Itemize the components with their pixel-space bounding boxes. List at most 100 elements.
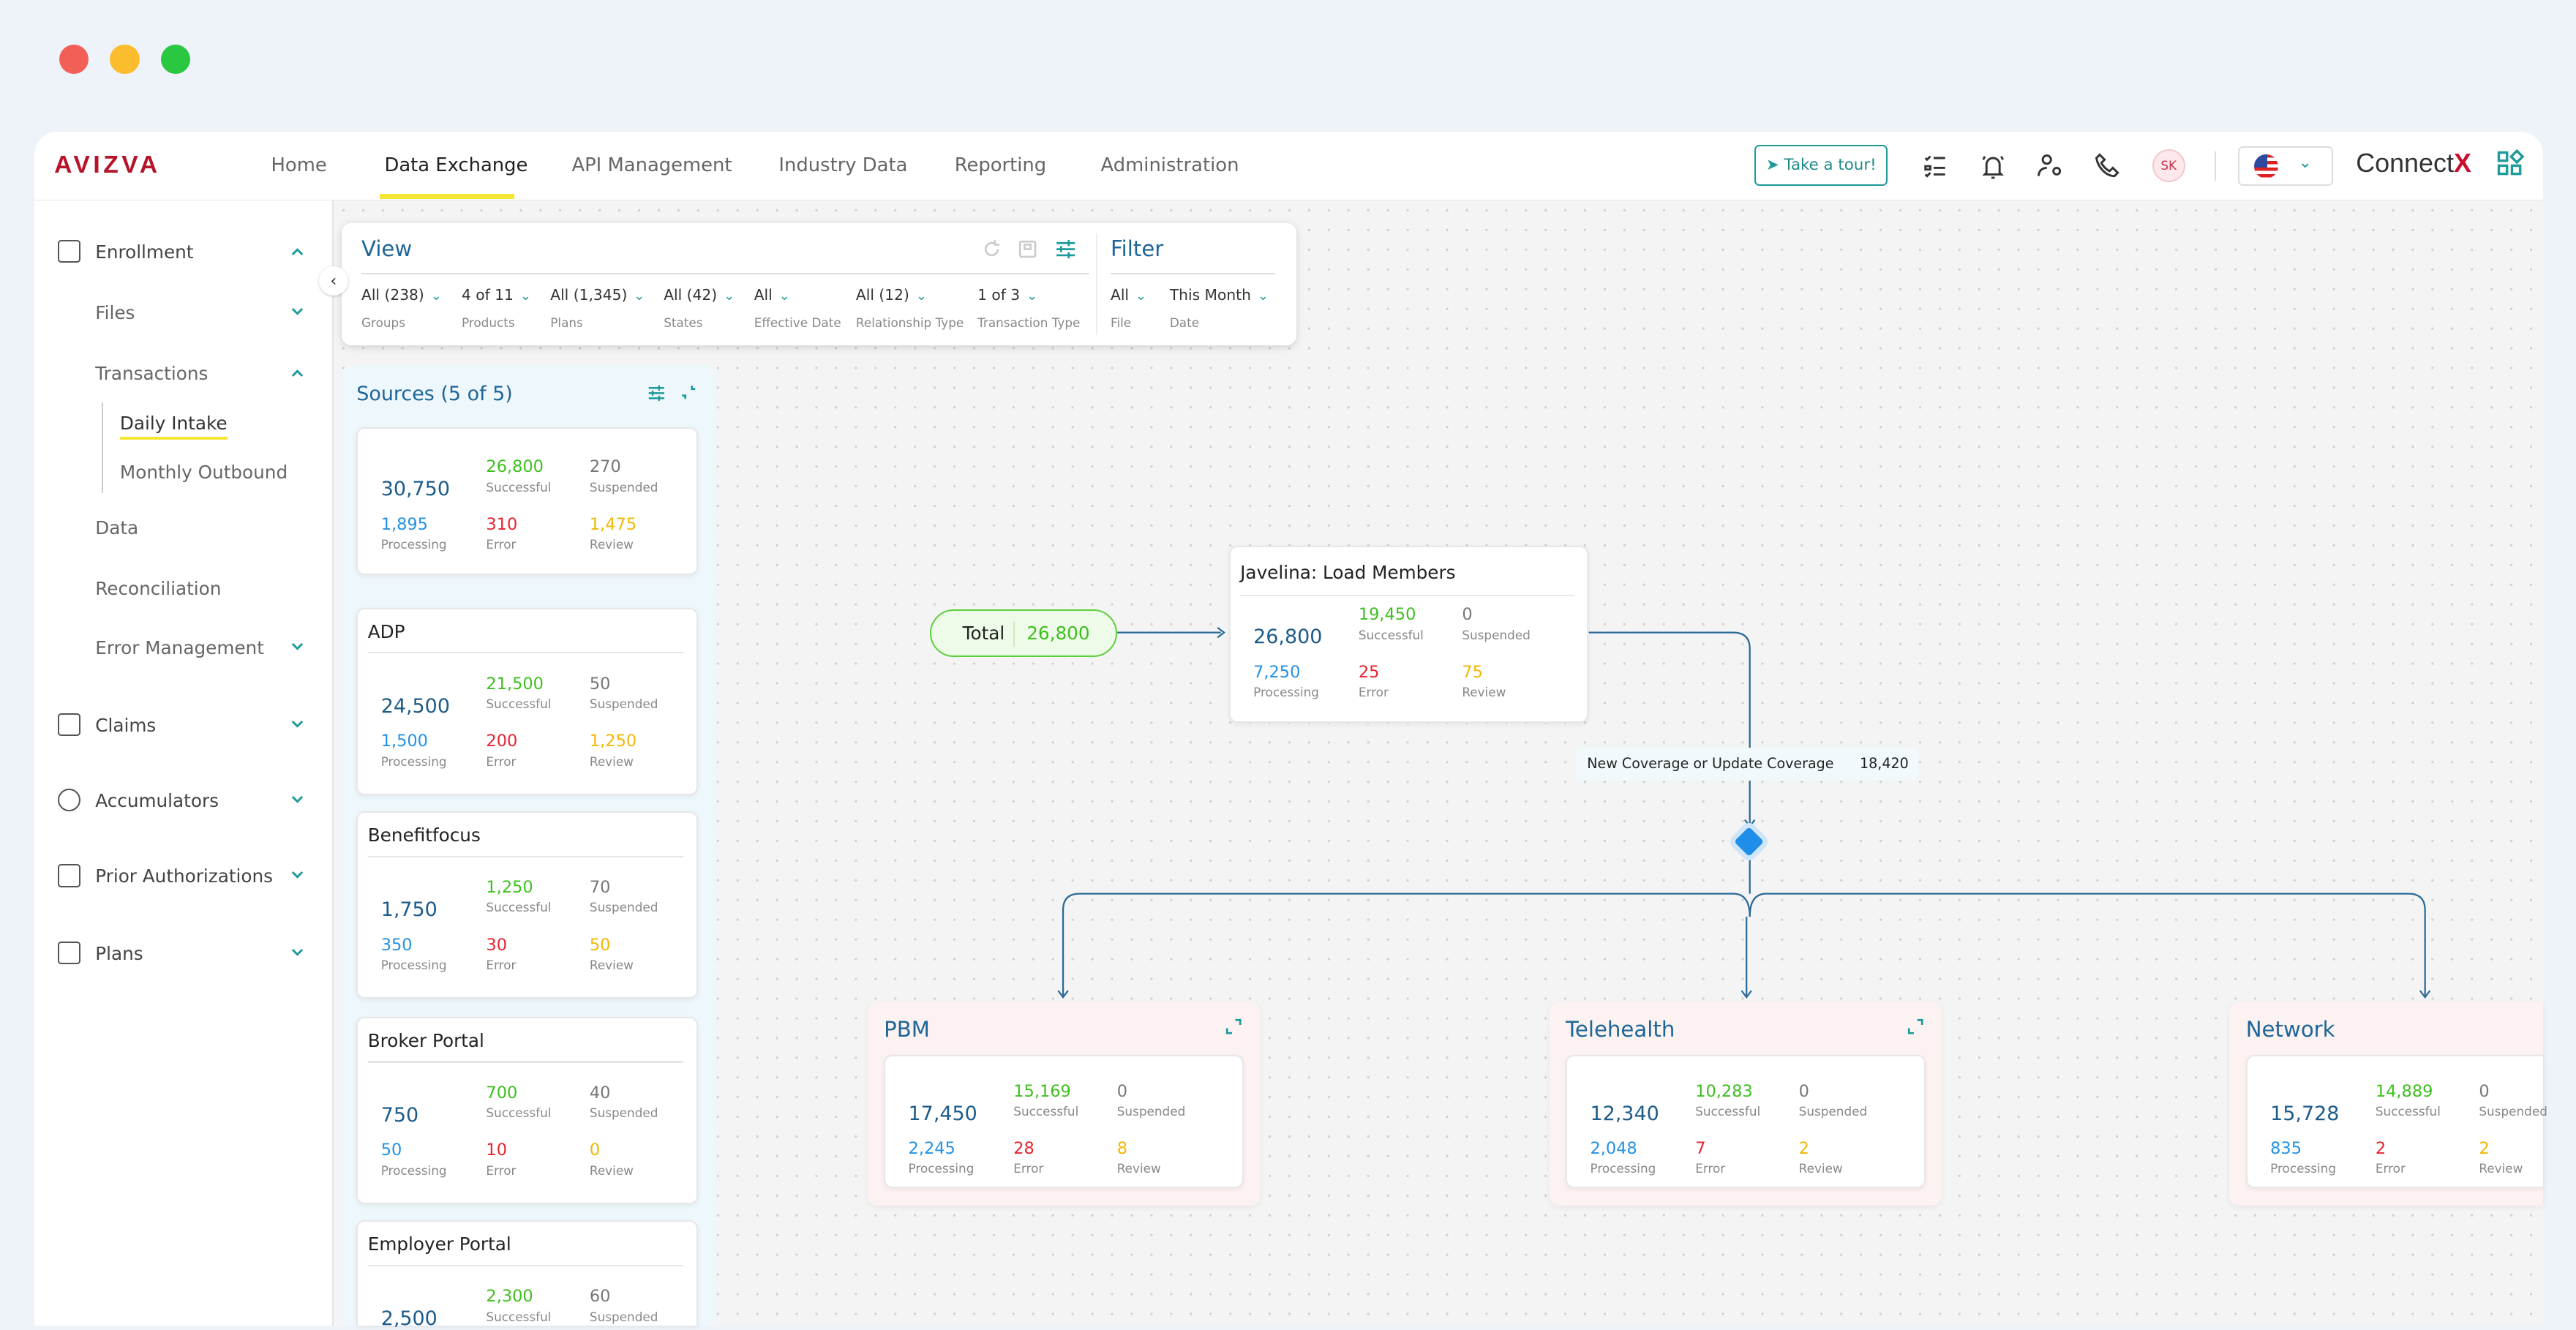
dropdown-products[interactable]: 4 of 11⌄ [462, 286, 531, 304]
collapse-icon[interactable] [680, 384, 696, 400]
sidebar-item-plans[interactable]: Plans [95, 942, 143, 964]
minimize-window-button[interactable] [110, 44, 140, 75]
sidebar-item-reconciliation[interactable]: Reconciliation [95, 578, 222, 600]
nav-tab-home[interactable]: Home [271, 154, 327, 177]
chevron-down-icon[interactable] [288, 865, 307, 885]
chevron-up-icon[interactable] [288, 241, 307, 261]
dropdown-relationship-type[interactable]: All (12)⌄ [856, 286, 927, 304]
sidebar-item-claims[interactable]: Claims [95, 714, 157, 736]
dropdown-states[interactable]: All (42)⌄ [664, 286, 735, 304]
sidebar-item-accumulators[interactable]: Accumulators [95, 790, 219, 812]
expand-icon[interactable] [1225, 1018, 1242, 1034]
dropdown-plans[interactable]: All (1,345)⌄ [550, 286, 645, 304]
maximize-window-button[interactable] [161, 44, 191, 75]
sidebar-item-transactions[interactable]: Transactions [95, 363, 209, 385]
nav-tab-industry-data[interactable]: Industry Data [778, 154, 908, 177]
dropdown-groups[interactable]: All (238)⌄ [361, 286, 442, 304]
chevron-down-icon[interactable] [288, 637, 307, 657]
checklist-icon[interactable] [1920, 151, 1950, 181]
settings-sliders-icon[interactable] [1055, 238, 1076, 260]
sidebar-item-daily-intake[interactable]: Daily Intake [119, 413, 228, 440]
nav-tab-data-exchange[interactable]: Data Exchange [384, 154, 528, 177]
sidebar-item-prior-authorizations[interactable]: Prior Authorizations [95, 865, 274, 887]
total-node[interactable]: Total 26,800 [929, 609, 1117, 658]
sidebar-item-monthly-outbound[interactable]: Monthly Outbound [119, 462, 288, 483]
take-tour-button[interactable]: ➤ Take a tour! [1754, 144, 1888, 186]
save-icon[interactable] [1017, 238, 1038, 260]
dropdown-date[interactable]: This Month⌄ [1170, 286, 1269, 304]
language-dropdown[interactable]: ⌄ [2237, 146, 2333, 186]
sidebar-item-data[interactable]: Data [95, 517, 139, 539]
chevron-down-icon[interactable] [288, 943, 307, 963]
collapse-sidebar-button[interactable]: ‹ [318, 266, 349, 296]
nav-tab-api-management[interactable]: API Management [571, 154, 732, 177]
chevron-down-icon[interactable] [288, 302, 307, 322]
sidebar-item-enrollment[interactable]: Enrollment [95, 241, 194, 263]
chevron-up-icon[interactable] [288, 363, 307, 383]
filter-sliders-icon[interactable] [647, 384, 666, 402]
close-window-button[interactable] [59, 44, 89, 75]
dropdown-file[interactable]: All⌄ [1111, 286, 1146, 304]
chevron-down-icon[interactable] [288, 790, 307, 810]
nav-tab-administration[interactable]: Administration [1100, 154, 1239, 177]
phone-icon[interactable] [2093, 151, 2122, 181]
sidebar-item-files[interactable]: Files [95, 302, 135, 324]
app-grid-icon[interactable] [2496, 149, 2525, 179]
avatar[interactable]: SK [2152, 149, 2185, 183]
user-settings-icon[interactable] [2035, 151, 2065, 181]
nav-tab-reporting[interactable]: Reporting [954, 154, 1047, 177]
sidebar-item-error-management[interactable]: Error Management [95, 637, 264, 659]
reset-icon[interactable] [981, 238, 1002, 260]
chevron-down-icon[interactable] [288, 715, 307, 734]
